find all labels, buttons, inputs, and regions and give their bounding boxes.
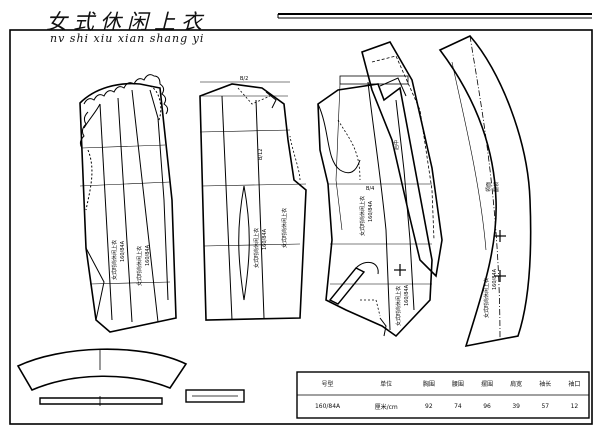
cross-marks — [394, 230, 506, 282]
spec-header-size: 号型 — [321, 381, 334, 388]
spec-table-frame — [296, 371, 590, 419]
spec-value-shoulder: 39 — [512, 403, 520, 410]
back-piece — [199, 81, 307, 321]
back-label-a: 女式时尚休闲上衣 — [253, 228, 260, 268]
waistband-piece — [39, 396, 163, 406]
front-label-a-size: 160/84A — [120, 240, 126, 262]
side-label-b-size: 160/84A — [404, 284, 410, 306]
back-bust-label: B/2 — [240, 76, 248, 82]
sleeve-label-size: 160/84A — [492, 268, 498, 290]
spec-header-cuff: 袖口 — [568, 381, 581, 388]
page-subtitle: nv shi xiu xian shang yi — [50, 32, 205, 45]
spec-value-sleeve: 57 — [541, 403, 550, 410]
back-label-b: 女式时尚休闲上衣 — [281, 208, 288, 248]
front-piece — [79, 82, 177, 333]
front-label-b-size: 160/84A — [145, 244, 151, 266]
lapel-overlay — [361, 41, 443, 278]
side-label-a-size: 160/84A — [368, 200, 374, 222]
spec-header-row: 号型 单位 胸围 腰围 摆围 肩宽 袖长 袖口 — [297, 372, 589, 395]
front-label-b: 女式时尚休闲上衣 — [136, 246, 143, 286]
spec-value-bust: 92 — [425, 403, 433, 410]
spec-value-unit: 厘米/cm — [374, 404, 398, 411]
spec-value-waist: 74 — [454, 403, 462, 410]
outer-frame — [9, 29, 593, 425]
side-label-a: 女式时尚休闲上衣 — [359, 196, 366, 236]
spec-value-hem: 96 — [483, 403, 491, 410]
spec-header-shoulder: 肩宽 — [510, 381, 523, 388]
sleeve-label: 女式时尚休闲上衣 — [483, 278, 490, 318]
back-b12-label: B/12 — [258, 149, 264, 160]
spec-header-sleeve: 袖长 — [539, 381, 552, 388]
front-scallop-side — [79, 111, 89, 149]
pocket-piece — [185, 389, 245, 403]
spec-value-cuff: 12 — [570, 403, 579, 410]
sleeve-piece — [438, 35, 532, 348]
spec-header-unit: 单位 — [380, 381, 393, 388]
side-label-b: 女式时尚休闲上衣 — [395, 286, 402, 326]
sleeve-collar-label: 领面 — [485, 182, 492, 192]
spec-value-row: 160/84A 厘米/cm 92 74 96 39 57 12 — [297, 395, 589, 418]
front-label-a: 女式时尚休闲上衣 — [111, 240, 118, 280]
spec-header-bust: 胸围 — [422, 381, 435, 388]
spec-value-size: 160/84A — [314, 403, 341, 410]
front-scallop — [83, 74, 169, 115]
lapel-hem-label: 后中 — [393, 140, 400, 150]
spec-table: 号型 单位 胸围 腰围 摆围 肩宽 袖长 袖口 160/84A 厘米/cm 92… — [297, 372, 589, 418]
side-b4-label: B/4 — [366, 186, 374, 192]
spec-header-waist: 腰围 — [451, 381, 464, 388]
spec-header-hem: 摆围 — [481, 381, 494, 388]
page-title: 女式休闲上衣 — [46, 10, 208, 34]
sleeve-collar-b-label: 翻领 — [493, 182, 500, 192]
side-piece — [317, 75, 433, 338]
collar-band-piece — [16, 348, 188, 392]
back-label-a-size: 160/84A — [262, 228, 268, 250]
